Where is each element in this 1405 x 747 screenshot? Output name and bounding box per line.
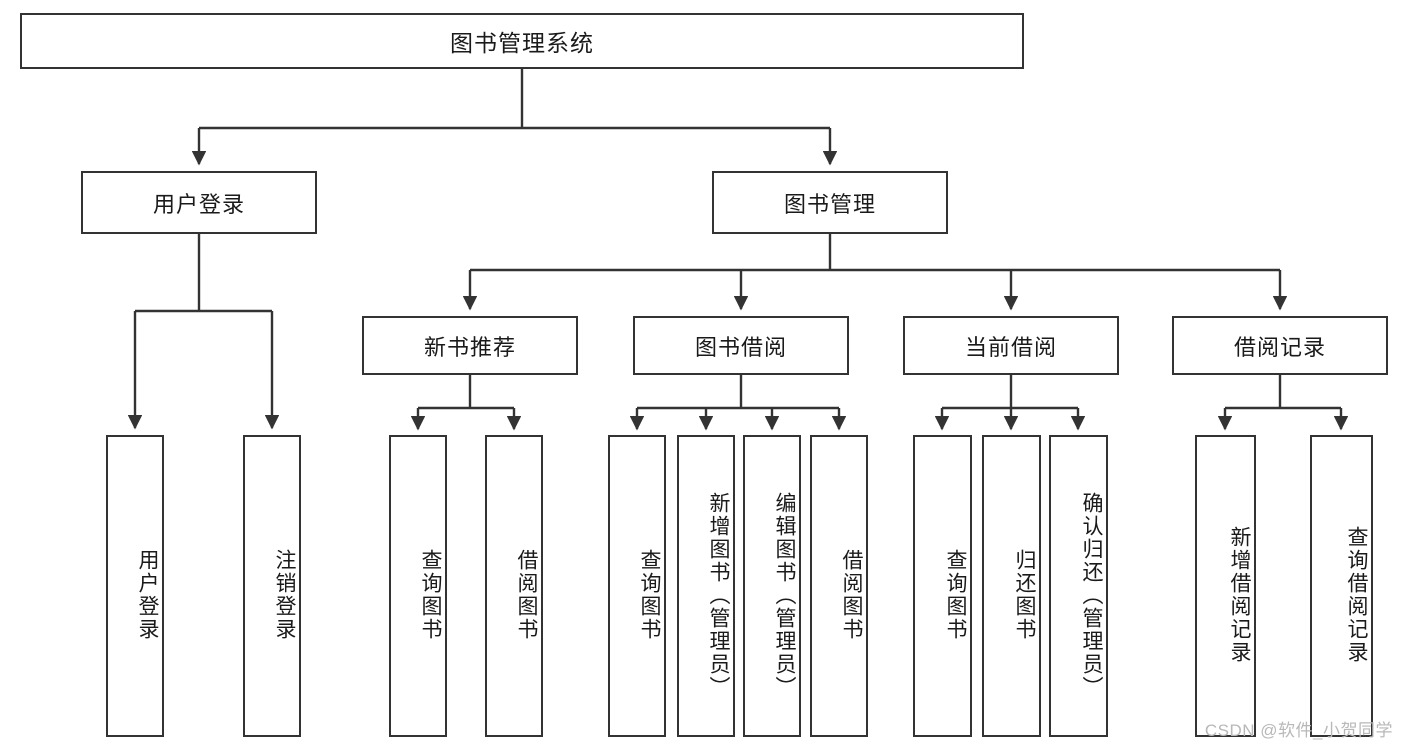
- leaf-user-login[interactable]: 用户登录: [106, 435, 164, 737]
- node-user-login[interactable]: 用户登录: [81, 171, 317, 234]
- node-current-borrow[interactable]: 当前借阅: [903, 316, 1119, 375]
- leaf-borrow-book[interactable]: 借阅图书: [810, 435, 868, 737]
- leaf-query-book-rec[interactable]: 查询图书: [389, 435, 447, 737]
- leaf-logout-login[interactable]: 注销登录: [243, 435, 301, 737]
- leaf-confirm-return-admin[interactable]: 确认归还（管理员）: [1049, 435, 1108, 737]
- leaf-query-book-current[interactable]: 查询图书: [913, 435, 972, 737]
- node-new-book-recommend[interactable]: 新书推荐: [362, 316, 578, 375]
- leaf-borrow-book-rec[interactable]: 借阅图书: [485, 435, 543, 737]
- leaf-add-book-admin[interactable]: 新增图书（管理员）: [677, 435, 735, 737]
- node-root-system[interactable]: 图书管理系统: [20, 13, 1024, 69]
- leaf-query-book-borrow[interactable]: 查询图书: [608, 435, 666, 737]
- leaf-query-borrow-record[interactable]: 查询借阅记录: [1310, 435, 1373, 737]
- leaf-return-book[interactable]: 归还图书: [982, 435, 1041, 737]
- leaf-edit-book-admin[interactable]: 编辑图书（管理员）: [743, 435, 801, 737]
- leaf-add-borrow-record[interactable]: 新增借阅记录: [1195, 435, 1256, 737]
- node-book-management[interactable]: 图书管理: [712, 171, 948, 234]
- node-book-borrow[interactable]: 图书借阅: [633, 316, 849, 375]
- watermark-text: CSDN @软件_小贺同学: [1204, 721, 1393, 740]
- node-borrow-record[interactable]: 借阅记录: [1172, 316, 1388, 375]
